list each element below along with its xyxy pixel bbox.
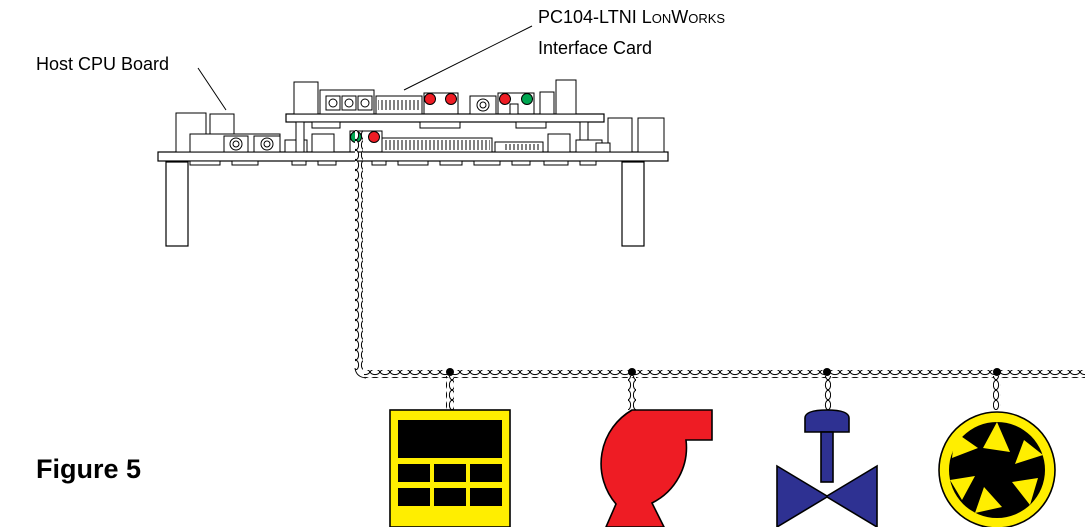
figure-caption: Figure 5: [36, 454, 142, 484]
drop-4: [993, 368, 1001, 410]
cable-horizontal: [364, 370, 1085, 378]
standoff-right: [621, 161, 645, 247]
drop-1: [446, 368, 454, 410]
interface-card-label-line1: PC104-LTNI LONWORKS: [538, 6, 725, 30]
cable-drops: [446, 368, 1001, 410]
card-led-red-3: [499, 93, 511, 105]
standoff-left: [165, 161, 189, 247]
host-pcb: [157, 151, 669, 162]
pump-device: [600, 409, 713, 527]
brand-letter-w: W: [671, 7, 689, 27]
interface-card-label-line2: Interface Card: [538, 38, 653, 58]
cable-vertical: [355, 130, 363, 370]
host-components: [175, 112, 665, 153]
host-led-red: [368, 131, 380, 143]
brand-letters-on: ON: [651, 11, 672, 26]
card-leader-line: [403, 25, 533, 91]
card-led-red-2: [445, 93, 457, 105]
interface-card: [285, 79, 605, 153]
interface-pcb: [285, 113, 605, 123]
valve-device: [776, 409, 878, 527]
drop-3: [823, 368, 831, 410]
brand-letter-l: L: [641, 7, 652, 27]
card-led-red-1: [424, 93, 436, 105]
fan-device: [938, 411, 1056, 527]
host-cpu-board: [157, 112, 669, 247]
brand-letters-orks: ORKS: [688, 11, 726, 26]
display-panel-device: [389, 409, 511, 527]
host-leader-line: [197, 67, 227, 111]
drop-2: [628, 368, 636, 410]
interface-card-model: PC104-LTNI: [538, 7, 642, 27]
card-led-green: [521, 93, 533, 105]
host-cpu-board-label: Host CPU Board: [36, 54, 170, 74]
underside-components: [189, 160, 597, 166]
